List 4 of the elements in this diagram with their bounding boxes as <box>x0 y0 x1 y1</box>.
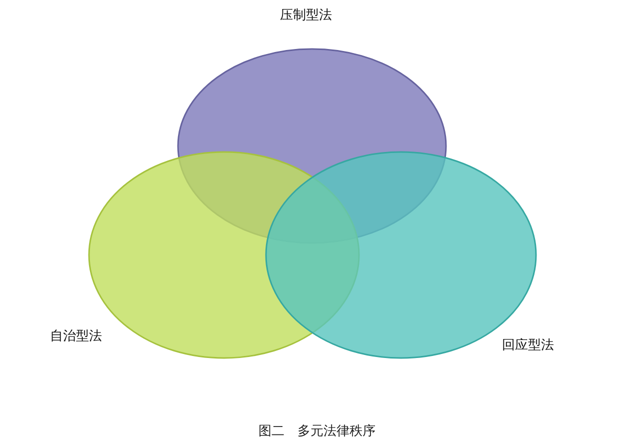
figure-caption: 图二 多元法律秩序 <box>258 424 376 440</box>
set-label: 回应型法 <box>502 338 554 354</box>
set-label: 压制型法 <box>280 8 332 24</box>
set-label: 自治型法 <box>50 329 102 345</box>
